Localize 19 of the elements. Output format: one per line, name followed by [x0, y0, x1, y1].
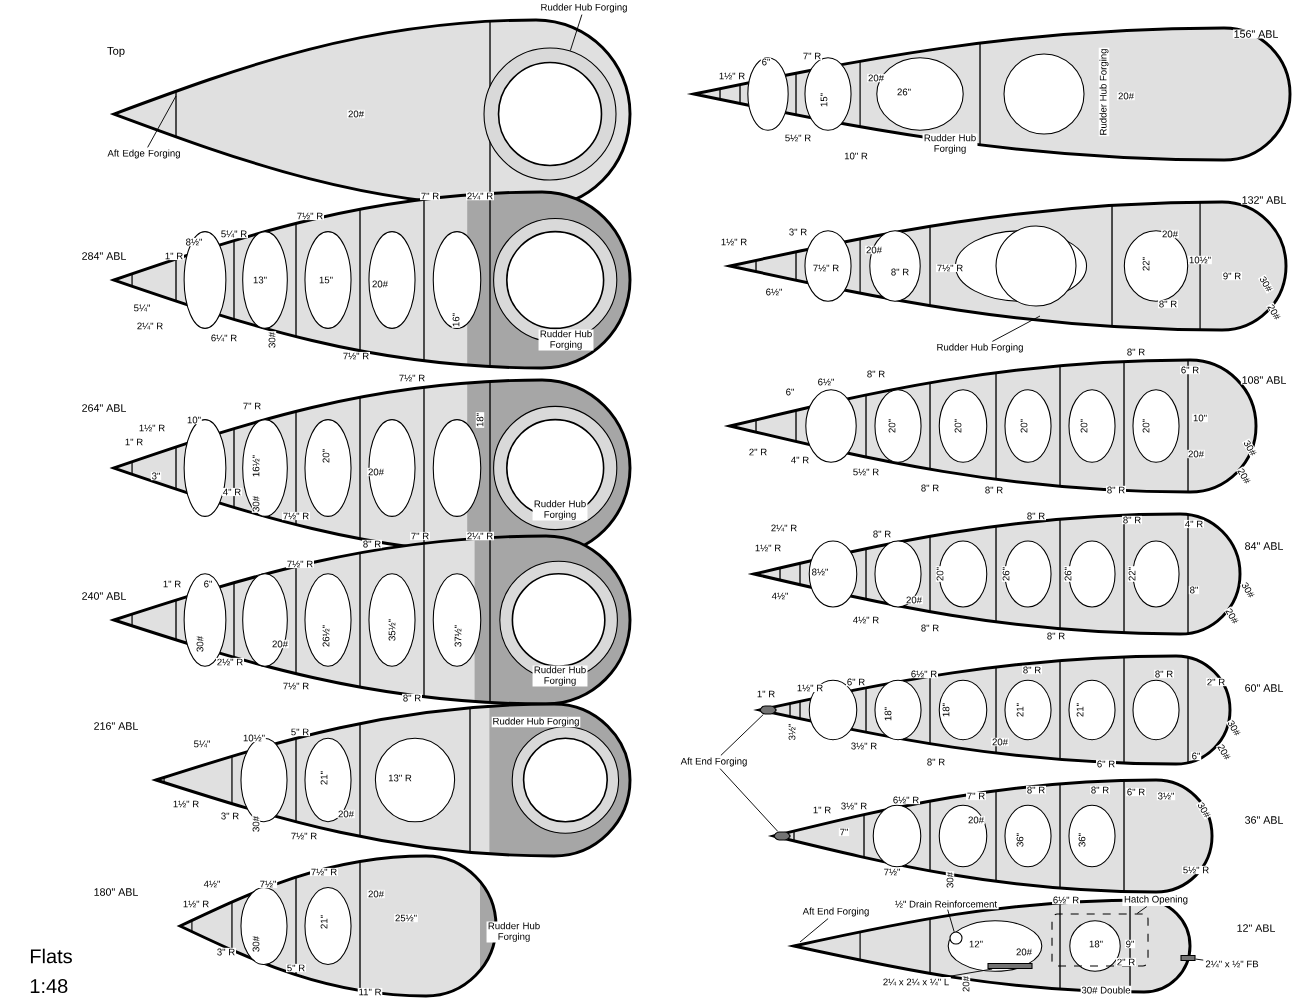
drain-hole [949, 931, 963, 945]
leader-line [720, 714, 764, 756]
leader-line [1136, 906, 1148, 914]
leader-line [799, 918, 829, 943]
scale-label: 1:48 [28, 978, 70, 994]
hatch-outline [1051, 913, 1149, 967]
hub-ring [483, 47, 617, 181]
leader-line [569, 14, 583, 52]
leader-line [948, 968, 993, 977]
leader-line [147, 95, 177, 148]
scale-label: Flats [28, 947, 74, 965]
forging-piece [773, 831, 791, 841]
leader-line [947, 909, 955, 933]
flat-bar [987, 962, 1033, 970]
leader-line [719, 768, 779, 832]
leader-line [991, 315, 1041, 342]
flat-bar [1180, 955, 1196, 962]
forging-piece [759, 705, 777, 715]
leader-line [1195, 958, 1204, 961]
